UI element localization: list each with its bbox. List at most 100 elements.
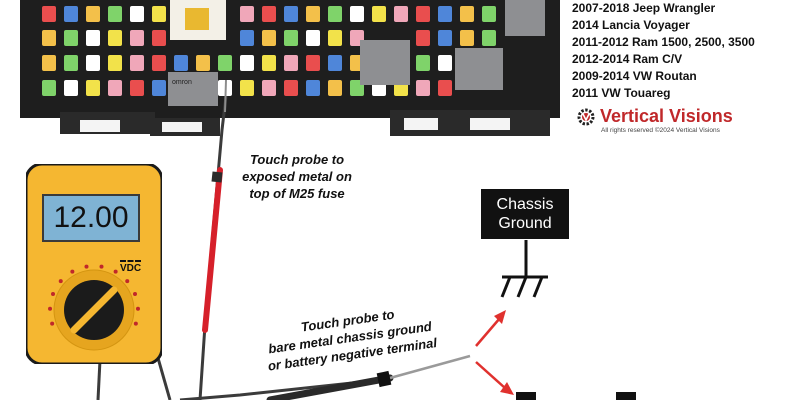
- fuse: [86, 6, 100, 22]
- fuse: [350, 6, 364, 22]
- dial-marker: [125, 279, 130, 284]
- fuse: [218, 55, 232, 71]
- dial-marker: [133, 292, 138, 297]
- fuse: [438, 30, 452, 46]
- fuse: [240, 30, 254, 46]
- fuse: [306, 55, 320, 71]
- fuse: [130, 6, 144, 22]
- fuse: [306, 80, 320, 96]
- dial-marker: [133, 321, 138, 326]
- brand-name: Vertical Visions: [600, 106, 733, 126]
- fuse: [416, 80, 430, 96]
- fuse: [152, 55, 166, 71]
- dial-marker: [99, 264, 104, 269]
- vehicle-item: 2007-2018 Jeep Wrangler: [572, 1, 716, 15]
- dial-marker: [48, 306, 53, 311]
- fuse: [438, 80, 452, 96]
- fuse: [86, 80, 100, 96]
- dial-marker: [50, 292, 55, 297]
- fuse: [416, 30, 430, 46]
- vehicle-item: 2014 Lancia Voyager: [572, 18, 690, 32]
- fuse: [130, 30, 144, 46]
- fuse: [306, 30, 320, 46]
- fuse: [152, 6, 166, 22]
- vehicle-item: 2011 VW Touareg: [572, 86, 671, 100]
- meter-unit: VDC: [120, 260, 142, 274]
- fuse: [64, 6, 78, 22]
- dial-marker: [70, 269, 75, 274]
- fuse: [42, 6, 56, 22]
- fuse: [86, 55, 100, 71]
- black-probe: [266, 374, 394, 400]
- fuse: [262, 80, 276, 96]
- red-probe: [202, 167, 223, 333]
- brand-copyright: All rights reserved ©2024 Vertical Visio…: [601, 127, 720, 134]
- dial-marker: [84, 264, 89, 269]
- fuse: [328, 30, 342, 46]
- fuse: [64, 80, 78, 96]
- fuse: [460, 6, 474, 22]
- dial-marker: [113, 269, 118, 274]
- note-line: Touch probe to: [249, 152, 345, 167]
- fuse: [372, 6, 386, 22]
- arrow-to-ground: [475, 317, 501, 347]
- fuse: [284, 55, 298, 71]
- ground-label-line: Chassis: [496, 196, 554, 213]
- note-line: exposed metal on: [242, 169, 352, 184]
- fuse: [130, 80, 144, 96]
- fuse: [460, 30, 474, 46]
- fuse: [328, 80, 342, 96]
- fuse: [284, 30, 298, 46]
- fuse: [416, 55, 430, 71]
- ground-label-line: Ground: [498, 215, 552, 232]
- fuse: [174, 55, 188, 71]
- fuse: [130, 55, 144, 71]
- vehicle-item: 2012-2014 Ram C/V: [572, 52, 683, 66]
- chassis-ground-label: Chassis Ground: [481, 189, 569, 239]
- fuse: [416, 6, 430, 22]
- fuse: [152, 80, 166, 96]
- fuse: [42, 55, 56, 71]
- fuse: [262, 6, 276, 22]
- dial-marker: [50, 321, 55, 326]
- fuse: [328, 6, 342, 22]
- black-probe-tip: [389, 354, 471, 380]
- fuse: [328, 55, 342, 71]
- fuse: [108, 80, 122, 96]
- brand-gear-icon: [577, 108, 595, 126]
- vehicle-item: 2009-2014 VW Routan: [572, 69, 697, 83]
- fuse: [108, 55, 122, 71]
- fuse: [262, 55, 276, 71]
- fuse: [108, 6, 122, 22]
- fuse: [394, 6, 408, 22]
- fuse: [438, 55, 452, 71]
- fuse-box-illustration: omron: [20, 0, 560, 136]
- fuse: [438, 6, 452, 22]
- fuse: [482, 30, 496, 46]
- note-line: top of M25 fuse: [249, 186, 345, 201]
- dial-marker: [135, 306, 140, 311]
- fuse: [240, 55, 254, 71]
- fuse: [196, 55, 210, 71]
- fuse: [284, 80, 298, 96]
- fuse: [64, 30, 78, 46]
- fuse: [64, 55, 78, 71]
- arrow-to-battery: [475, 361, 506, 389]
- dial-marker: [58, 279, 63, 284]
- fuse: [284, 6, 298, 22]
- relay-brand-label: omron: [172, 79, 192, 86]
- fuse: [42, 30, 56, 46]
- vehicle-list: 2007-2018 Jeep Wrangler 2014 Lancia Voya…: [572, 0, 755, 102]
- fuse: [42, 80, 56, 96]
- red-probe-tip: [224, 79, 227, 113]
- fuse: [240, 6, 254, 22]
- fuse: [240, 80, 254, 96]
- fuse: [152, 30, 166, 46]
- fuse: [306, 6, 320, 22]
- fuse: [262, 30, 276, 46]
- fuse: [482, 6, 496, 22]
- vehicle-item: 2011-2012 Ram 1500, 2500, 3500: [572, 35, 755, 49]
- meter-display: 12.00: [42, 194, 140, 242]
- fuse-probe-note: Touch probe to exposed metal on top of M…: [222, 151, 372, 202]
